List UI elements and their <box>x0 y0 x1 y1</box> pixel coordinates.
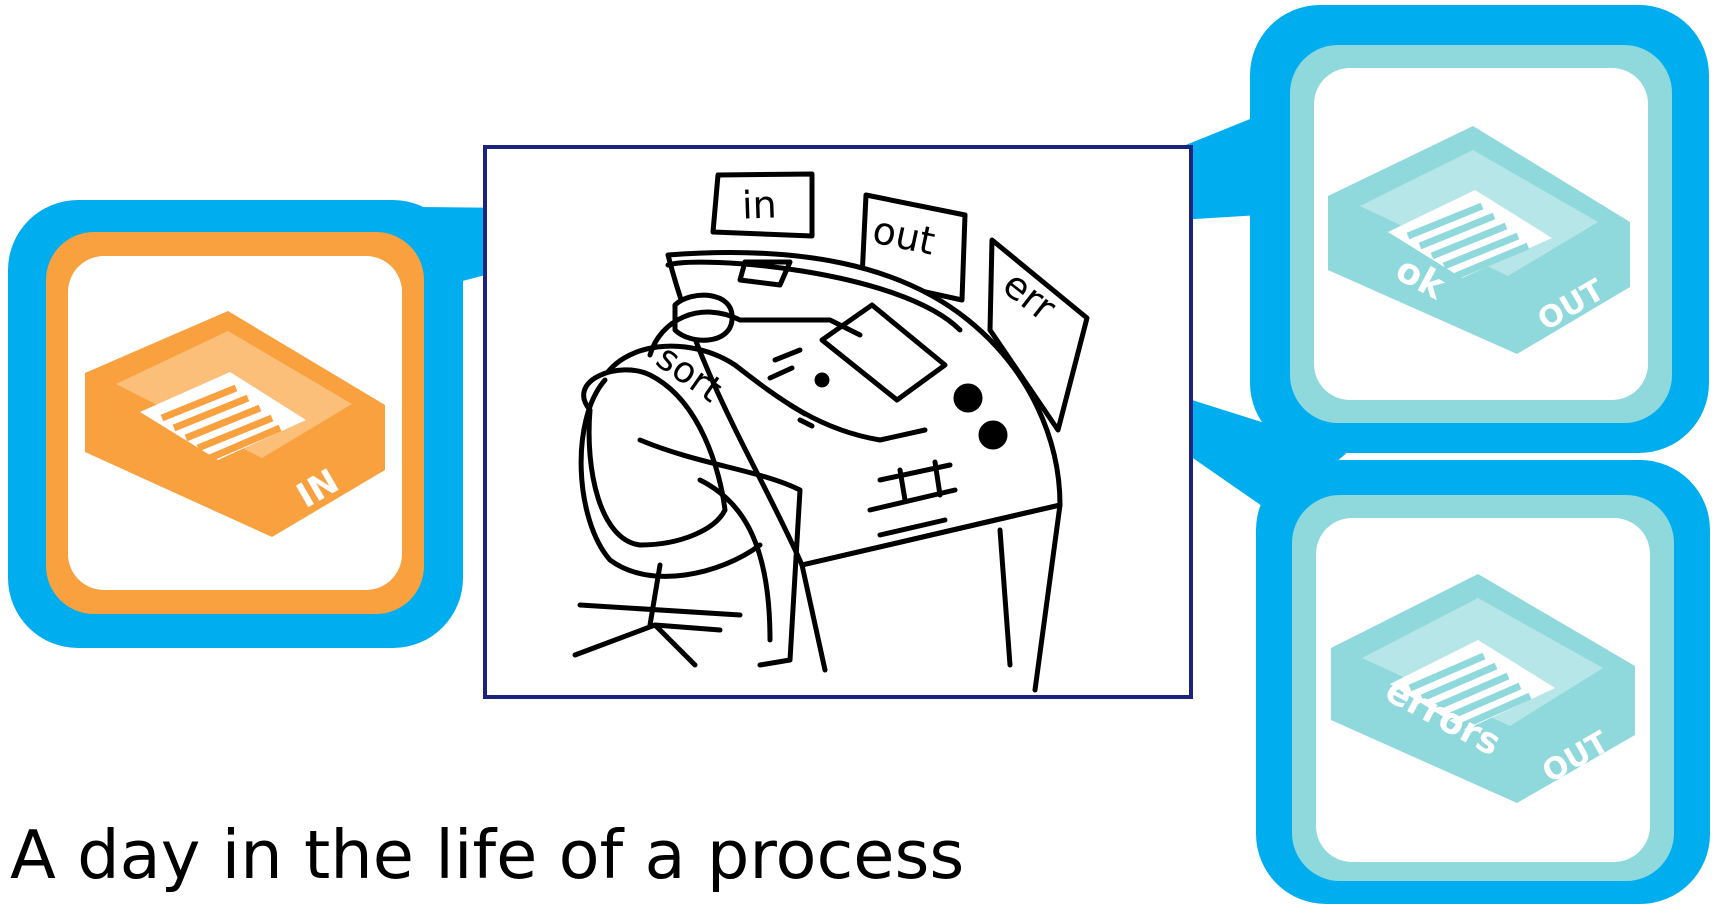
desk-knob-2 <box>981 423 1005 447</box>
errors-output-tray-tile: errors OUT <box>1256 460 1710 904</box>
desk-knob-1 <box>956 386 980 410</box>
input-tray-tile: IN <box>8 200 463 648</box>
ok-output-tray-tile: ok OUT <box>1250 5 1709 453</box>
in-label: in <box>741 182 777 227</box>
diagram-caption: A day in the life of a process <box>10 822 964 889</box>
